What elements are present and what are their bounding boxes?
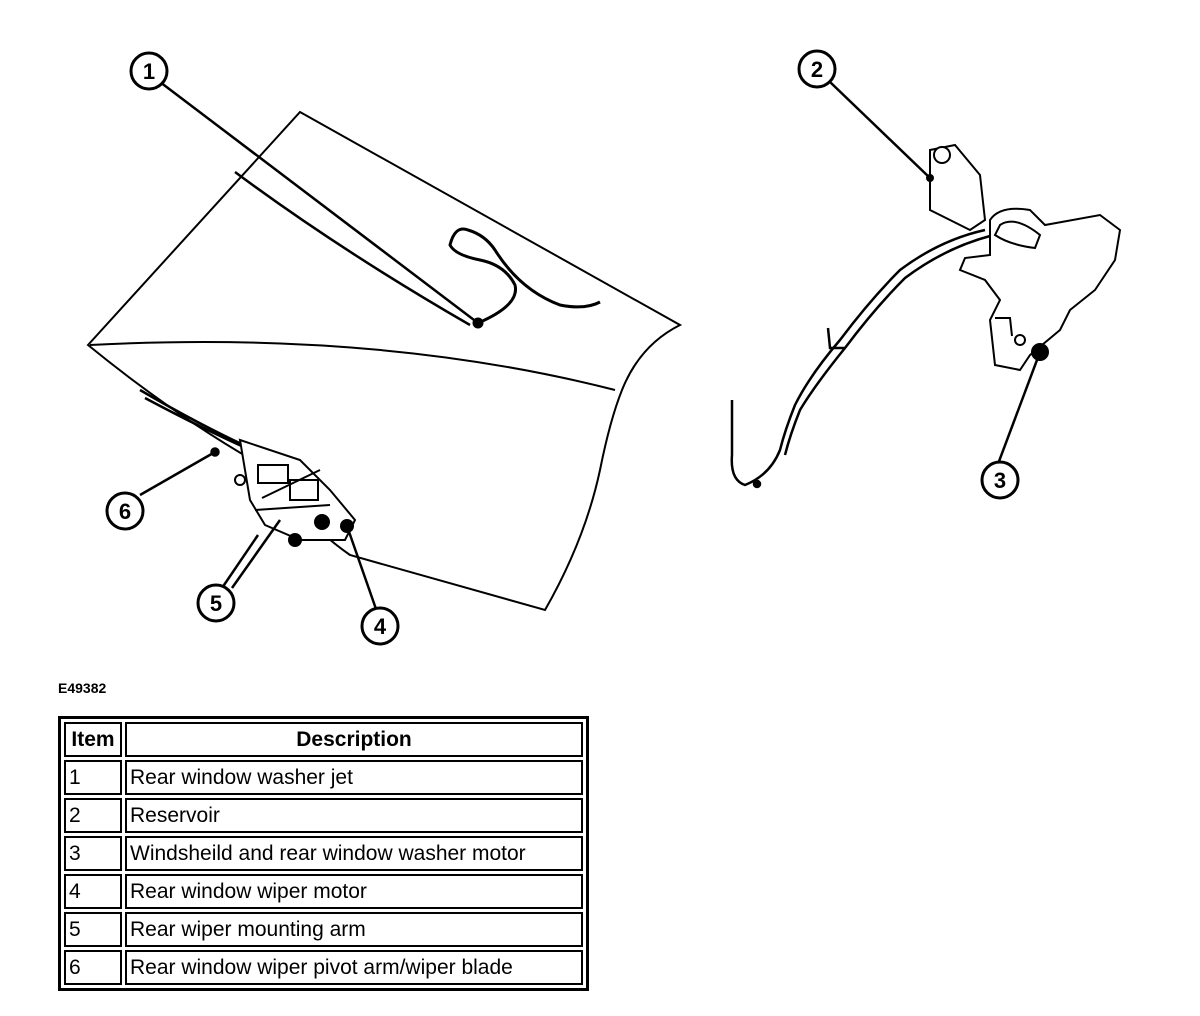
item-number: 6 (64, 950, 122, 985)
table-row: 2 Reservoir (64, 798, 583, 833)
item-description: Windsheild and rear window washer motor (125, 836, 583, 871)
svg-text:6: 6 (119, 499, 131, 524)
item-number: 4 (64, 874, 122, 909)
svg-text:4: 4 (374, 614, 387, 639)
item-description: Rear window washer jet (125, 760, 583, 795)
item-number: 1 (64, 760, 122, 795)
callout-3: 3 (980, 460, 1020, 500)
legend-header-row: Item Description (64, 722, 583, 757)
table-row: 4 Rear window wiper motor (64, 874, 583, 909)
item-description: Rear window wiper motor (125, 874, 583, 909)
svg-text:1: 1 (143, 59, 155, 84)
callout-6: 6 (105, 491, 145, 531)
reservoir-assembly (926, 143, 1122, 372)
item-description: Rear window wiper pivot arm/wiper blade (125, 950, 583, 985)
figure-id-label: E49382 (58, 680, 107, 696)
callout-2: 2 (797, 49, 837, 89)
header-item: Item (64, 722, 122, 757)
table-row: 5 Rear wiper mounting arm (64, 912, 583, 947)
table-row: 3 Windsheild and rear window washer moto… (64, 836, 583, 871)
item-description: Reservoir (125, 798, 583, 833)
washer-jet-hose (448, 227, 601, 329)
washer-hose (730, 228, 991, 489)
svg-text:2: 2 (811, 57, 823, 82)
callout-5: 5 (196, 583, 236, 623)
table-row: 1 Rear window washer jet (64, 760, 583, 795)
item-number: 3 (64, 836, 122, 871)
wiper-motor-assembly (234, 438, 357, 547)
callout-1: 1 (129, 51, 169, 91)
svg-text:5: 5 (210, 591, 222, 616)
legend-table: Item Description 1 Rear window washer je… (58, 716, 589, 991)
callout-4: 4 (360, 606, 400, 646)
item-number: 2 (64, 798, 122, 833)
table-row: 6 Rear window wiper pivot arm/wiper blad… (64, 950, 583, 985)
header-description: Description (125, 722, 583, 757)
leader-lines (139, 81, 1042, 610)
item-description: Rear wiper mounting arm (125, 912, 583, 947)
parts-diagram: 1 2 3 4 5 6 (86, 49, 1122, 646)
rear-window-glass (86, 110, 683, 612)
item-number: 5 (64, 912, 122, 947)
svg-text:3: 3 (994, 468, 1006, 493)
